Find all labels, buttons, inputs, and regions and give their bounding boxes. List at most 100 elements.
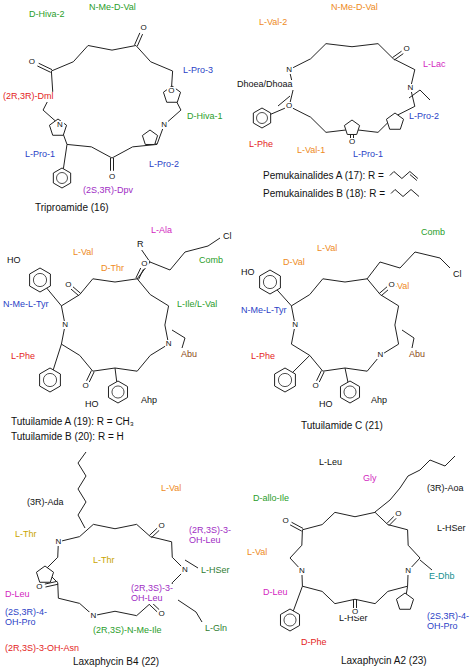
carbonyl-bond (73, 287, 81, 294)
residue-label: L-Phe (10, 352, 36, 362)
carbonyl-bond (356, 599, 357, 608)
carbonyl-bond (135, 33, 140, 45)
residue-label: L-HSer (200, 566, 231, 576)
residue-label: D-Hiva-1 (186, 112, 224, 122)
pyrrolidine-ring (36, 566, 53, 582)
residue-label: R (136, 240, 145, 250)
pyrrolidine-ring (49, 119, 66, 135)
residue-label: L-Pro-2 (408, 112, 440, 122)
residue-label: (3R)-Aoa (426, 484, 465, 494)
residue-label: (2S,3R)-Dpv (82, 186, 134, 196)
carbonyl-bond (392, 51, 401, 57)
residue-label: L-Val (72, 248, 94, 258)
aromatic-circle (112, 386, 124, 398)
residue-label: D-Leu (262, 588, 289, 598)
residue-label: Abu (180, 350, 198, 360)
compound-name: Tutuilamide B (20): R = H (10, 431, 125, 442)
compound-name: Triproamide (16) (34, 202, 110, 213)
side-chain (78, 452, 86, 528)
residue-label: Comb (420, 228, 446, 238)
benzene-ring (108, 381, 127, 403)
atom-label: O (158, 610, 166, 618)
aromatic-circle (257, 113, 268, 124)
benzene-ring (30, 268, 51, 292)
atom-label: N (89, 612, 97, 620)
side-chain (420, 560, 432, 570)
residue-label: N-Me-D-Val (330, 3, 379, 13)
residue-label: HO (6, 256, 22, 266)
carbonyl-bond (37, 66, 50, 72)
residue-label: L-Val (246, 548, 268, 558)
residue-label: L-Gln (204, 624, 228, 634)
atom-label: O (394, 510, 402, 518)
aromatic-circle (263, 275, 276, 288)
residue-label: L-Leu (318, 458, 343, 468)
residue-label: HO (240, 268, 256, 278)
residue-label: L-Val-1 (296, 146, 326, 156)
atom-label: O (167, 87, 175, 95)
residue-label: D-Hiva-2 (28, 10, 66, 20)
carbonyl-bond (290, 525, 302, 531)
macrocycle-ring (45, 524, 185, 615)
pyrrolidine-ring (344, 120, 359, 134)
residue-label: Comb (198, 256, 224, 266)
residue-label: L-Lac (422, 60, 447, 70)
bonds (37, 33, 455, 622)
residue-label: D-Thr (100, 264, 125, 274)
benzene-ring (260, 270, 281, 294)
atom-label: O (285, 102, 293, 110)
pyrrolidine-ring (386, 113, 403, 129)
residue-label: HO (84, 400, 100, 410)
residue-label: (2R,3R)-Dml (2, 92, 55, 102)
residue-label: E-Dhb (428, 572, 456, 582)
atom-label: N (291, 321, 299, 329)
carbonyl-bond (110, 158, 111, 171)
residue-label: D-Leu (4, 590, 31, 600)
benzene-ring (40, 368, 61, 392)
residue-label: N-Me-L-Tyr (2, 300, 50, 310)
residue-label: HO (318, 400, 334, 410)
atom-label: O (140, 260, 148, 268)
atom-label: N (404, 567, 412, 575)
atom-label: O (281, 517, 289, 525)
pyrrolidine-ring (163, 86, 180, 102)
atom-label: O (387, 281, 395, 289)
residue-label: (2R,3S)-3- OH-Leu (188, 526, 236, 546)
aromatic-circle (43, 373, 56, 386)
residue-label: Cl (452, 270, 463, 280)
pyrrolidine-ring (396, 593, 413, 609)
atom-label: O (348, 138, 356, 146)
residue-label: N-Me-D-Val (88, 3, 137, 13)
residue-label: Ahp (140, 396, 158, 406)
carbonyl-bond (353, 599, 354, 608)
atom-label: N (376, 351, 384, 359)
carbonyl-bond (379, 287, 387, 294)
side-chain (178, 600, 202, 622)
atom-label: O (64, 281, 72, 289)
residue-label: L-Pro-2 (148, 160, 180, 170)
aromatic-circle (57, 173, 68, 184)
carbonyl-bond (149, 528, 157, 535)
atom-label: N (407, 84, 415, 92)
residue-label: L-Thr (14, 530, 38, 540)
carbonyl-bond (389, 518, 396, 525)
residue-label: (2R,3S)-N-Me-Ile (92, 626, 163, 636)
macrocycle-ring (43, 45, 181, 158)
atom-label: O (35, 583, 43, 591)
residue-label: L-Pro-1 (352, 150, 384, 160)
atom-label: O (139, 24, 147, 32)
residue-label: (2R,3S)-3-OH-Asn (4, 644, 80, 654)
atom-label: N (181, 566, 189, 574)
aromatic-circle (344, 386, 356, 398)
residue-label: L-Pro-3 (182, 66, 214, 76)
residue-label: L-Val-2 (258, 18, 288, 28)
residue-label: Cl (222, 232, 233, 242)
residue-label: L-Ala (150, 226, 173, 236)
residue-label: L-Thr (92, 556, 116, 566)
atom-label: O (158, 522, 166, 530)
macrocycle-ring (289, 44, 415, 133)
compound-name: Pemukainalides A (17): R = (262, 170, 385, 181)
compound-name: Pemukainalides B (18): R = (262, 188, 386, 199)
carbonyl-bond (149, 604, 157, 611)
